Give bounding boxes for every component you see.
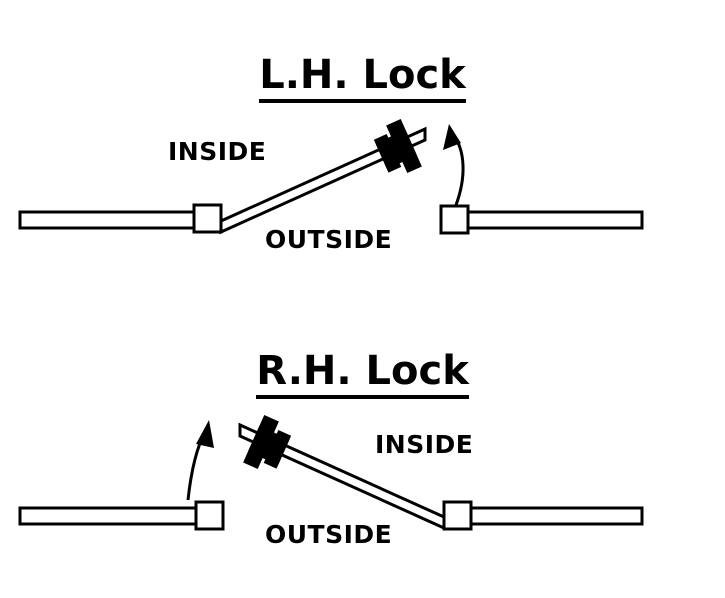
rh-lock-title-text: R.H. Lock [256,348,469,399]
lh-left-wall-segment [18,210,198,230]
rh-lock-hardware-icon [243,414,292,470]
lh-right-wall-segment [463,210,644,230]
rh-hinge-jamb-block [442,500,473,531]
lh-outside-label: OUTSIDE [265,225,393,254]
rh-door-swing-arrow [186,420,214,501]
lh-lock-figure [18,118,644,235]
lh-door-swing-arrow [443,124,465,206]
lh-hinge-jamb-block [192,203,223,234]
lh-lock-title: L.H. Lock [0,52,725,103]
lh-strike-jamb-block [439,204,470,235]
lh-inside-label: INSIDE [168,137,267,166]
rh-outside-label: OUTSIDE [265,520,393,549]
rh-door-panel [238,422,446,531]
rh-left-wall-segment [18,506,198,526]
lh-lock-hardware-icon [373,118,422,174]
rh-lock-title: R.H. Lock [0,348,725,399]
rh-lock-figure [18,414,644,531]
lh-lock-title-text: L.H. Lock [259,52,466,103]
rh-strike-jamb-block [194,500,225,531]
rh-inside-label: INSIDE [375,430,474,459]
lh-door-panel [219,126,427,235]
rh-right-wall-segment [469,506,644,526]
